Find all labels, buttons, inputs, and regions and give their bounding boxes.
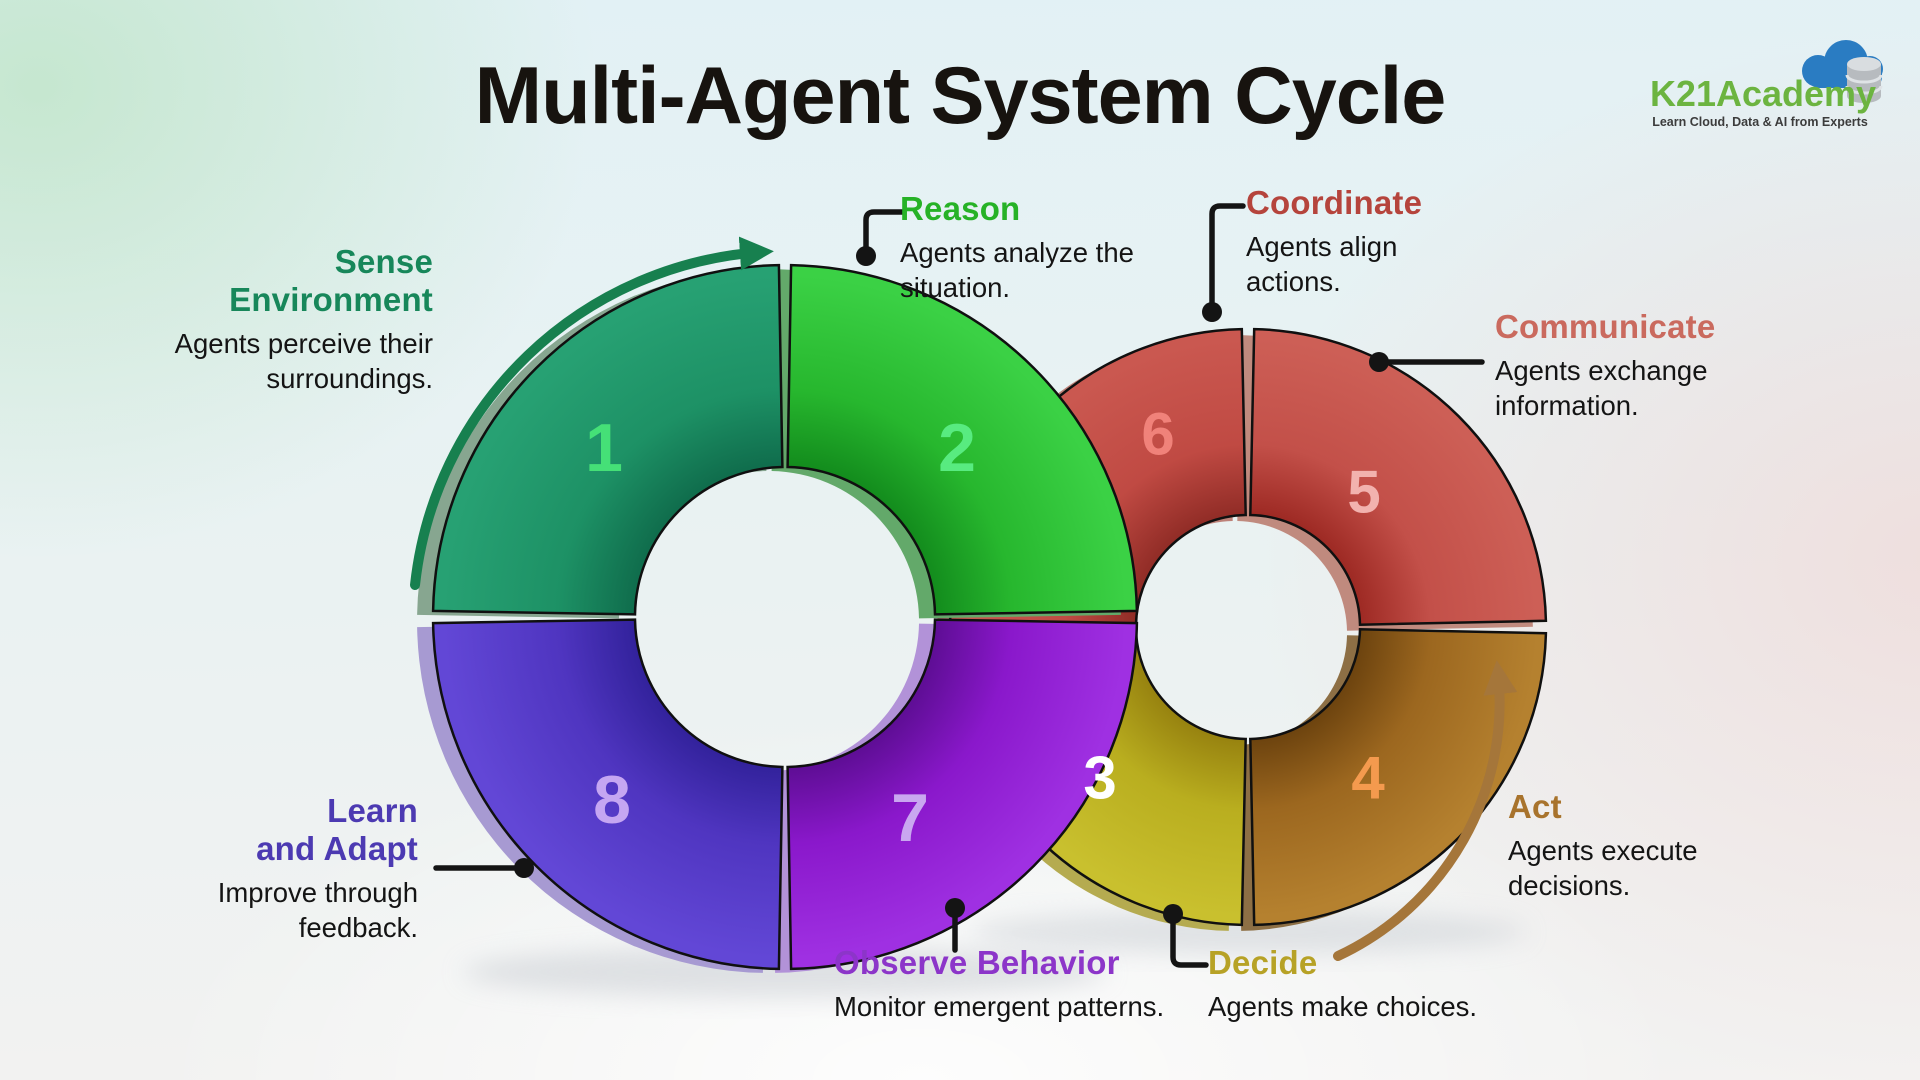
callout-sense-title-line2: Environment <box>229 281 433 318</box>
callout-observe-title: Observe Behavior <box>834 944 1120 981</box>
callout-observe-behavior: Observe Behavior Monitor emergent patter… <box>834 944 1164 1024</box>
callout-communicate-body: Agents exchange information. <box>1495 355 1708 421</box>
segment-number-2: 2 <box>938 410 976 486</box>
logo-name: K21Academy <box>1650 73 1876 114</box>
connector-reason <box>856 209 905 266</box>
segment-1-sense-environment <box>431 263 784 616</box>
segment-number-7: 7 <box>891 780 929 856</box>
callout-decide-title: Decide <box>1208 944 1318 981</box>
callout-learn-title-line1: Learn <box>327 792 418 829</box>
connector-coordinate <box>1202 203 1246 322</box>
callout-coordinate-body: Agents align actions. <box>1246 231 1398 297</box>
k21academy-logo: K21Academy Learn Cloud, Data & AI from E… <box>1650 40 1883 129</box>
callout-learn-adapt: Learn and Adapt Improve through feedback… <box>170 792 418 945</box>
callout-reason-body: Agents analyze the situation. <box>900 237 1134 303</box>
callout-communicate: Communicate Agents exchange information. <box>1495 308 1720 423</box>
callout-coordinate: Coordinate Agents align actions. <box>1246 184 1426 299</box>
connector-decide <box>1163 904 1209 968</box>
segment-number-6: 6 <box>1141 401 1174 468</box>
page-title: Multi-Agent System Cycle <box>474 51 1447 141</box>
segment-number-5: 5 <box>1347 459 1380 526</box>
callout-sense-title-line1: Sense <box>334 243 433 280</box>
segment-8-learn-and-adapt <box>431 618 784 971</box>
callout-reason-title: Reason <box>900 190 1021 227</box>
segment-2-reason <box>786 263 1139 616</box>
callout-act-body: Agents execute decisions. <box>1508 835 1698 901</box>
callout-decide: Decide Agents make choices. <box>1208 944 1477 1024</box>
callout-communicate-title: Communicate <box>1495 308 1716 345</box>
callout-reason: Reason Agents analyze the situation. <box>900 190 1156 305</box>
callout-act-title: Act <box>1508 788 1562 825</box>
callout-act: Act Agents execute decisions. <box>1508 788 1718 903</box>
callout-sense-body: Agents perceive their surroundings. <box>174 328 433 394</box>
callout-sense-environment: Sense Environment Agents perceive their … <box>150 243 433 396</box>
callout-learn-title-line2: and Adapt <box>256 830 418 867</box>
segment-number-1: 1 <box>585 410 623 486</box>
cycle-arrow-brown <box>1333 660 1518 961</box>
segment-number-4: 4 <box>1351 745 1385 812</box>
callout-decide-body: Agents make choices. <box>1208 991 1478 1022</box>
database-icon <box>1845 57 1883 103</box>
segment-7-observe-behavior <box>786 618 1139 971</box>
callout-observe-body: Monitor emergent patterns. <box>834 991 1165 1022</box>
segment-4-act <box>1249 628 1548 927</box>
logo-tagline: Learn Cloud, Data & AI from Experts <box>1652 115 1868 129</box>
connector-learn <box>433 858 534 878</box>
connector-observe <box>945 898 965 953</box>
cycle-arrow-green <box>410 236 774 590</box>
figure-eight-rings: 1 2 3 4 5 6 7 8 <box>417 263 1548 973</box>
segment-number-8: 8 <box>593 762 631 838</box>
callout-coordinate-title: Coordinate <box>1246 184 1423 221</box>
segment-number-3: 3 <box>1083 745 1116 812</box>
callout-learn-body: Improve through feedback. <box>217 877 418 943</box>
connector-communicate <box>1369 352 1485 372</box>
